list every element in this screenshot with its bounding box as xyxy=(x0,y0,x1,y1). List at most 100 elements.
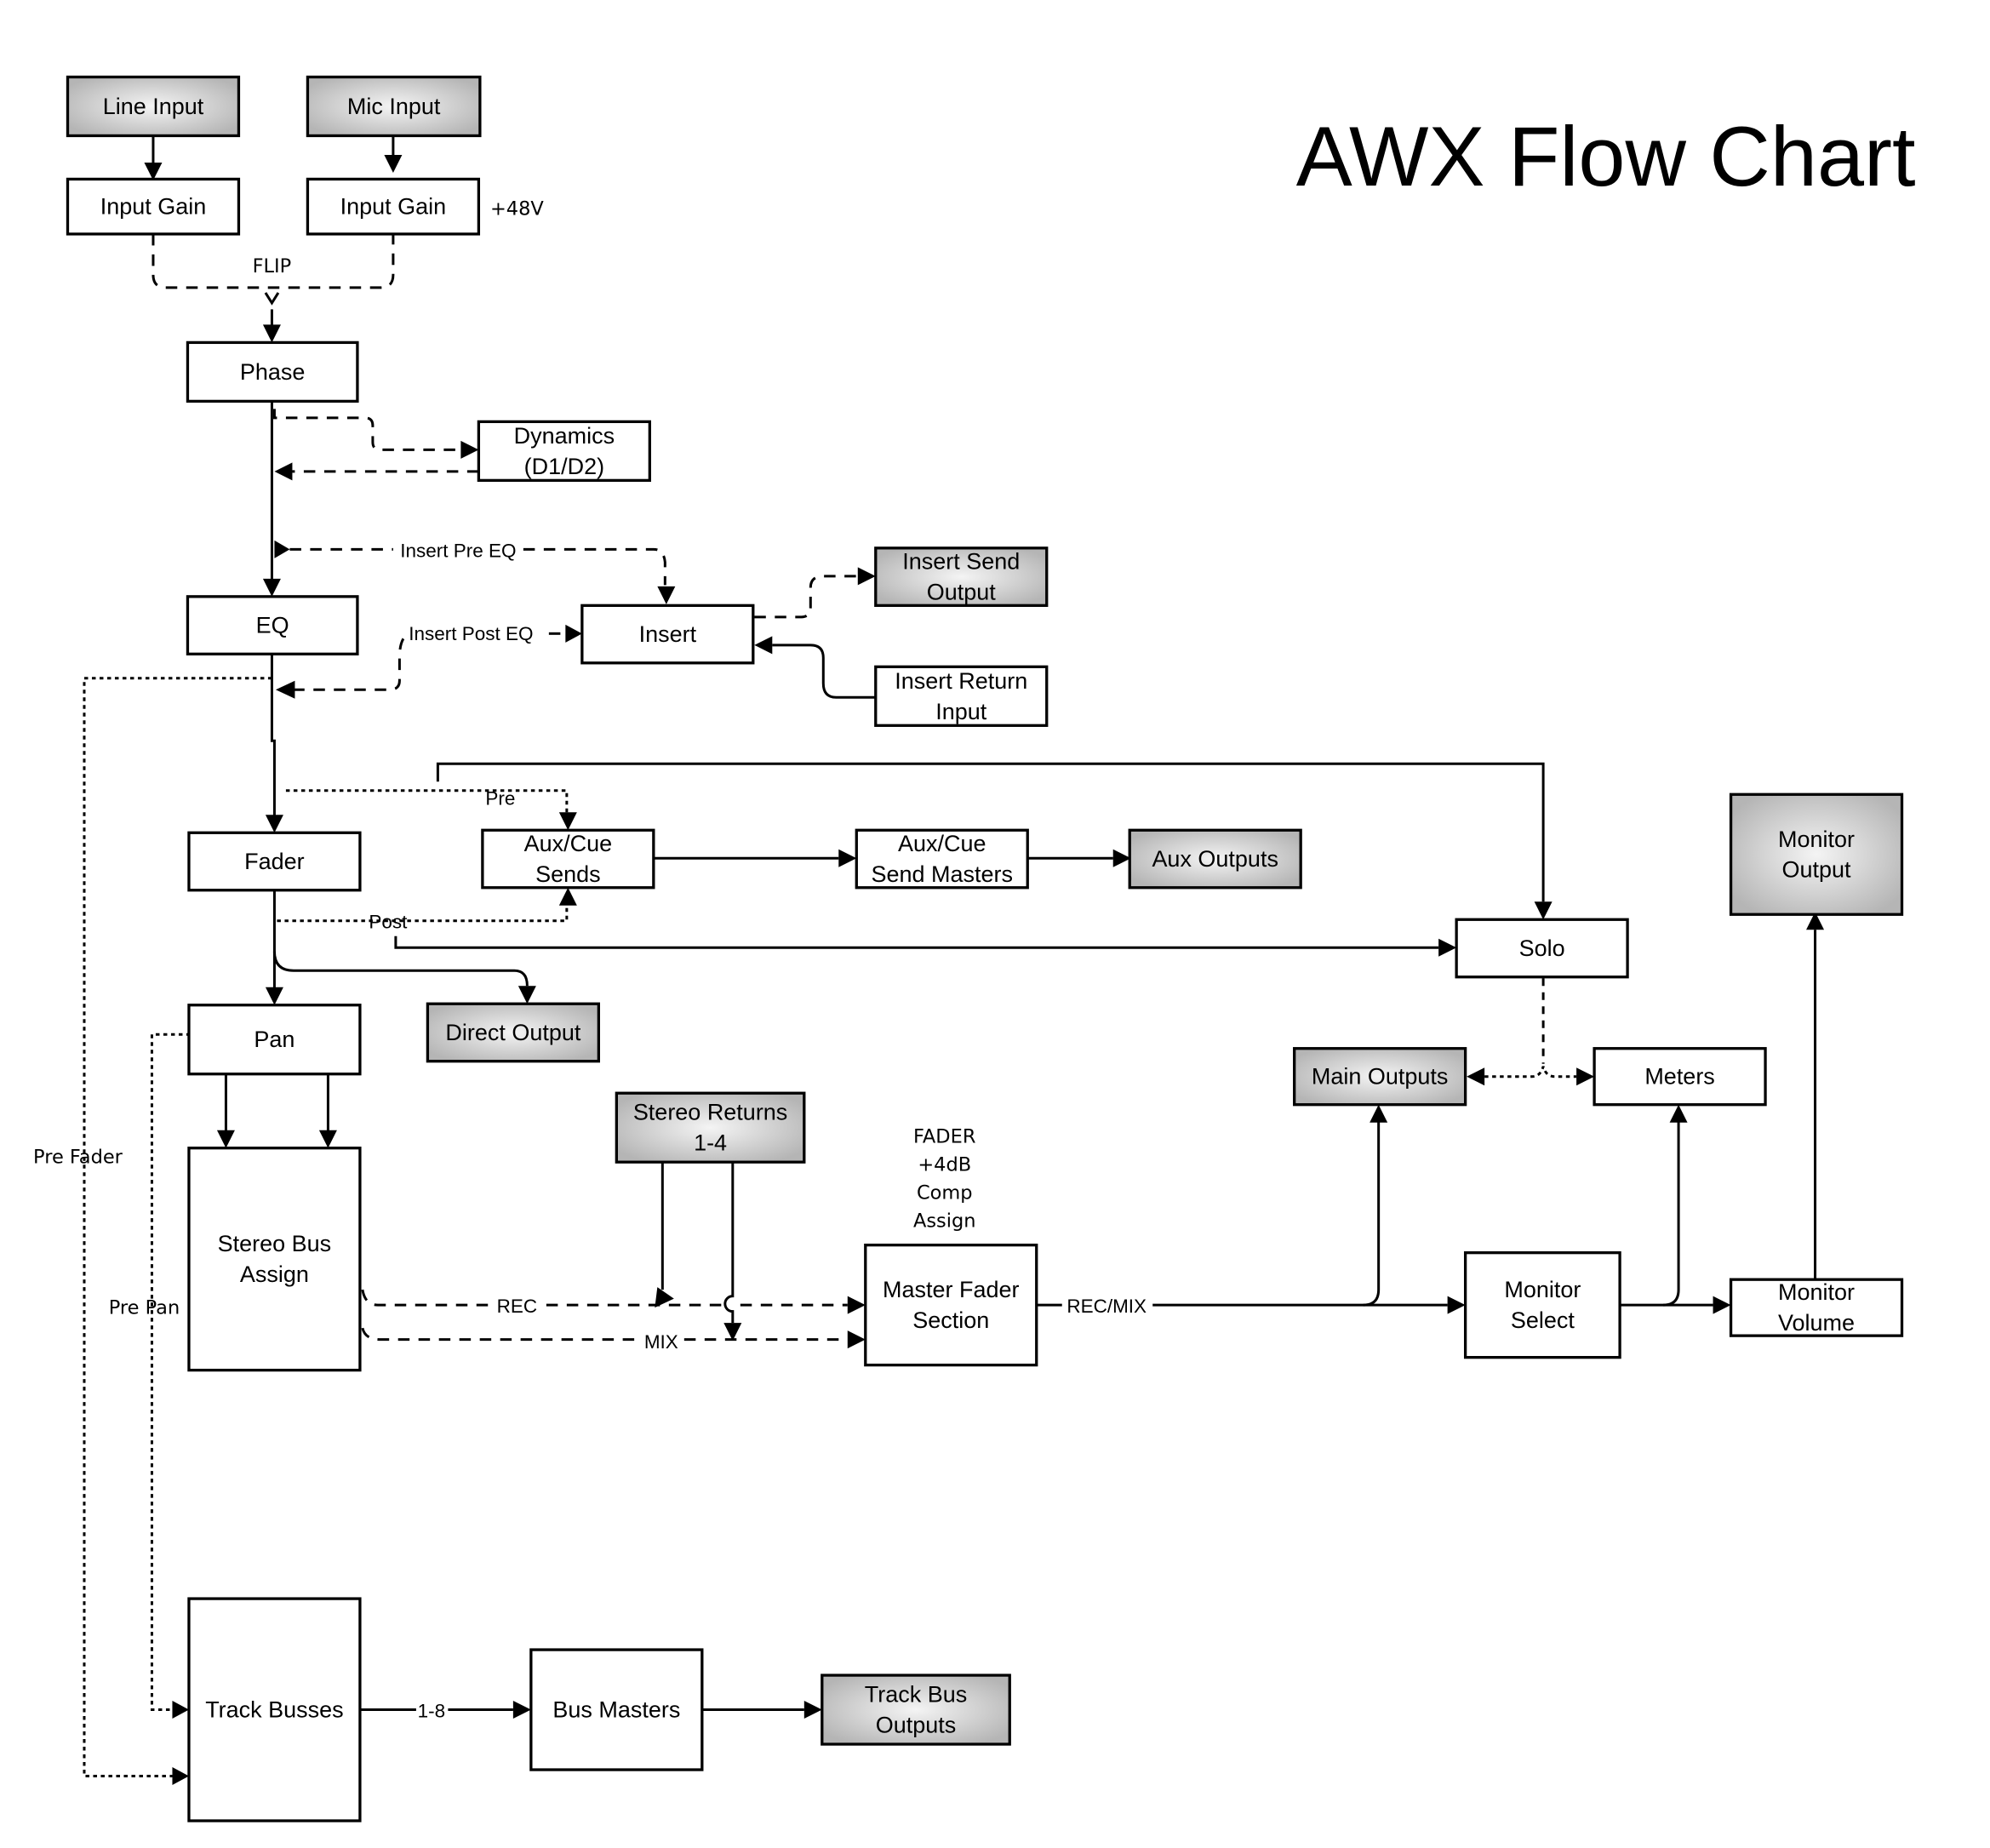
arrow-head xyxy=(558,887,577,906)
label-mix: MIX xyxy=(644,1331,678,1353)
node-label: Stereo Bus xyxy=(218,1231,332,1256)
node-box xyxy=(66,75,241,138)
node-meters: Meters xyxy=(1593,1047,1767,1107)
edge-solo-post xyxy=(394,935,1439,949)
connectors: Insert Pre EQ Insert Post EQ Pre Fader P… xyxy=(33,135,1825,1786)
node-label: Direct Output xyxy=(445,1020,580,1045)
edge-eq-fader xyxy=(270,654,276,818)
edge-insert-pre-eq xyxy=(289,547,666,586)
node-box xyxy=(186,340,359,403)
label-insert-pre-eq: Insert Pre EQ xyxy=(400,540,516,561)
node-direct-output: Direct Output xyxy=(426,1002,600,1063)
arrow-head xyxy=(274,540,290,558)
arrow-head xyxy=(262,578,281,597)
arrow-head xyxy=(384,154,403,173)
arrow-head xyxy=(657,586,676,604)
arrow-head xyxy=(558,812,577,831)
arrow-head xyxy=(565,624,582,643)
node-phase: Phase xyxy=(186,340,359,403)
note-fader: FADER xyxy=(913,1126,975,1148)
node-box xyxy=(874,665,1049,727)
arrow-head xyxy=(172,1767,189,1786)
arrow-head xyxy=(754,636,773,655)
arrow-head xyxy=(1576,1067,1595,1086)
node-label: Monitor xyxy=(1778,827,1855,852)
edge-insert-send xyxy=(754,575,858,619)
node-label: Send Masters xyxy=(872,861,1013,887)
node-label: Input Gain xyxy=(340,194,447,220)
edge-solo-split xyxy=(1484,1066,1577,1078)
edge-phase-dynamics xyxy=(272,409,462,451)
node-label: (D1/D2) xyxy=(524,454,604,479)
node-box xyxy=(580,604,755,665)
node-box xyxy=(529,1648,704,1771)
node-insert: Insert xyxy=(580,604,755,665)
arrow-head xyxy=(1447,1296,1466,1314)
edge-rec xyxy=(361,1289,848,1307)
note-assign: Assign xyxy=(913,1210,976,1233)
node-solo: Solo xyxy=(1455,918,1629,979)
node-box xyxy=(187,831,362,892)
edge-mix xyxy=(361,1327,848,1342)
node-box xyxy=(874,546,1049,607)
node-label: Fader xyxy=(244,849,305,874)
arrow-head xyxy=(1713,1296,1731,1314)
arrow-head xyxy=(518,986,536,1004)
arrow-head xyxy=(216,1130,235,1148)
chart-title: AWX Flow Chart xyxy=(1296,109,1916,203)
node-label: Track Bus xyxy=(865,1682,967,1708)
arrow-head xyxy=(460,440,479,459)
edge-flip-merge xyxy=(152,233,395,289)
label-flip: FLIP xyxy=(253,255,292,277)
arrow-head xyxy=(265,815,283,833)
node-box xyxy=(615,1091,806,1164)
master-notes: FADER +4dB Comp Assign xyxy=(913,1126,976,1233)
arrow-head xyxy=(847,1330,866,1349)
arrow-head xyxy=(655,1287,674,1308)
node-box xyxy=(1455,918,1629,979)
node-label: Line Input xyxy=(103,94,204,119)
arrow-head xyxy=(172,1701,189,1719)
node-fader: Fader xyxy=(187,831,362,892)
node-line-input: Line Input xyxy=(66,75,241,138)
arrow-head xyxy=(1112,849,1131,867)
arrow-head xyxy=(803,1701,822,1719)
node-label: Volume xyxy=(1778,1310,1855,1336)
node-label: Aux/Cue xyxy=(524,831,613,856)
node-label: Aux/Cue xyxy=(898,831,986,856)
node-dynamics: Dynamics(D1/D2) xyxy=(477,420,651,483)
node-label: Assign xyxy=(240,1262,309,1287)
node-label: Insert Return xyxy=(895,668,1027,694)
node-box xyxy=(864,1244,1038,1367)
arrow-head xyxy=(847,1296,866,1314)
label-rec-mix: REC/MIX xyxy=(1066,1296,1147,1317)
node-track-busses: Track Busses xyxy=(187,1597,362,1822)
node-box xyxy=(1463,1251,1621,1359)
arrow-head xyxy=(838,849,857,867)
node-box xyxy=(481,828,655,890)
node-box xyxy=(426,1002,600,1063)
node-pan: Pan xyxy=(187,1004,362,1076)
node-label: Output xyxy=(1782,857,1852,883)
arrow-head xyxy=(318,1130,337,1148)
node-label: Section xyxy=(912,1307,989,1333)
node-label: Phase xyxy=(240,359,306,385)
node-label: Monitor xyxy=(1504,1277,1581,1302)
node-label: Insert xyxy=(639,621,697,647)
node-box xyxy=(1729,792,1904,916)
arrow-head xyxy=(1438,938,1457,957)
arrow-head xyxy=(262,324,281,343)
node-box xyxy=(186,595,359,655)
arrow-head xyxy=(144,162,163,180)
node-label: Aux Outputs xyxy=(1152,846,1278,872)
node-bus-masters: Bus Masters xyxy=(529,1648,704,1771)
node-label: Main Outputs xyxy=(1312,1064,1448,1090)
node-label: Sends xyxy=(535,861,601,887)
node-aux-outputs: Aux Outputs xyxy=(1128,828,1302,890)
node-label: Pan xyxy=(254,1027,294,1052)
